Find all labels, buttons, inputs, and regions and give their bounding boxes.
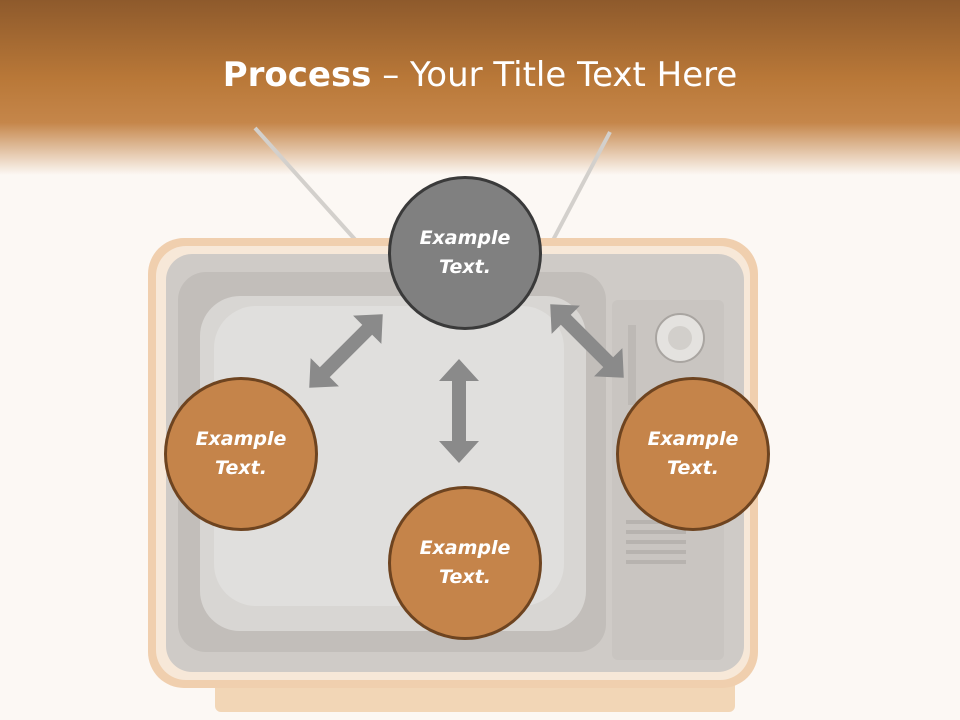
slide-title: Process – Your Title Text Here bbox=[0, 52, 960, 98]
title-banner bbox=[0, 0, 960, 175]
node-right-label: Example Text. bbox=[647, 428, 739, 479]
node-left-label: Example Text. bbox=[195, 428, 287, 479]
title-bold: Process bbox=[222, 55, 372, 95]
arrow-top-left bbox=[295, 300, 397, 402]
node-top-label: Example Text. bbox=[419, 227, 511, 278]
arrow-top-right bbox=[536, 290, 638, 392]
node-bottom-label: Example Text. bbox=[419, 537, 511, 588]
node-right: Example Text. bbox=[616, 377, 770, 531]
title-rest: – Your Title Text Here bbox=[371, 55, 738, 95]
node-top: Example Text. bbox=[388, 176, 542, 330]
arrow-vertical bbox=[439, 359, 479, 463]
node-bottom: Example Text. bbox=[388, 486, 542, 640]
node-left: Example Text. bbox=[164, 377, 318, 531]
